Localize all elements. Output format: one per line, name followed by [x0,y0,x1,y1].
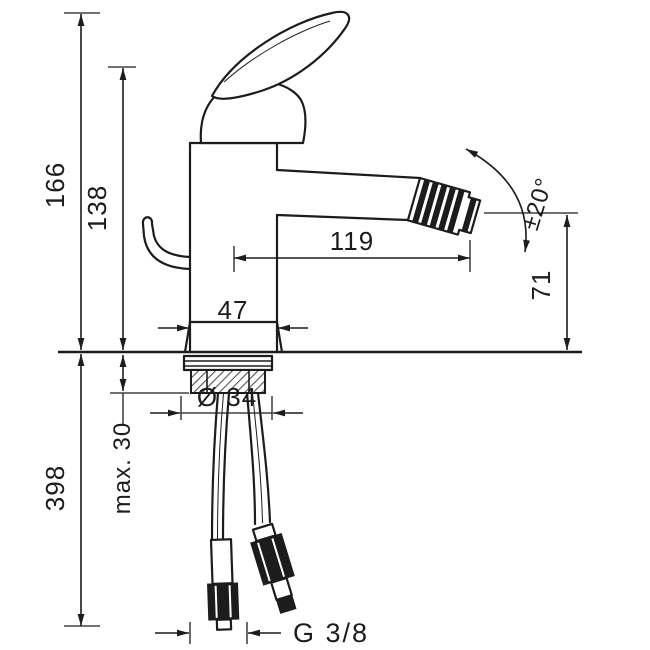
dim-label-max-30: max. 30 [109,422,136,514]
drain-rod-knob [141,216,154,226]
supply-hoses [207,391,297,631]
dim-hole-diameter-34: Ø 34 [150,382,303,420]
hose-right [245,391,272,526]
dim-label-398: 398 [40,465,70,511]
dim-outlet-height-71: 71 [484,212,578,350]
dim-label-71: 71 [526,270,556,301]
hose-left [210,391,231,542]
dim-label-thread: G 3/8 [293,618,369,648]
drain-rod [141,216,192,271]
aerator [406,176,482,236]
dim-label-diameter: Ø 34 [197,382,257,412]
aerator-rib [438,187,456,231]
fitting-thread-tip [275,594,297,614]
dim-label-119: 119 [330,226,374,256]
washer [182,354,274,372]
dimension-annotations: 166 138 398 max. 30 119 47 [40,12,578,648]
faucet-outline [58,10,582,354]
dim-label-angle: ±20° [517,174,558,233]
dim-max-deck-thickness-30: max. 30 [109,355,189,514]
aerator-rib [420,182,439,226]
aerator-rib [429,184,448,228]
dim-label-166: 166 [40,162,70,208]
fitting-thread-tip [215,618,233,631]
dim-total-height-166: 166 [40,12,100,350]
lever-detail-line [223,20,331,83]
handle-lever [210,10,351,100]
spout [275,168,422,222]
angle-arc [465,148,530,253]
fitting-nut [207,582,240,621]
dim-label-47: 47 [218,295,249,325]
dim-body-width-47: 47 [158,295,308,332]
dim-reach-119: 119 [233,226,471,272]
aerator-rib [412,179,430,223]
mounting-hardware [182,354,274,394]
dim-label-138: 138 [82,185,112,231]
hose-fitting-left [207,538,240,631]
dim-below-deck-398: 398 [40,354,100,627]
dim-height-138: 138 [82,66,136,350]
aerator-rib [446,189,465,233]
hose-fitting-right [250,522,297,614]
dim-connection-thread-g38: G 3/8 [155,618,369,648]
